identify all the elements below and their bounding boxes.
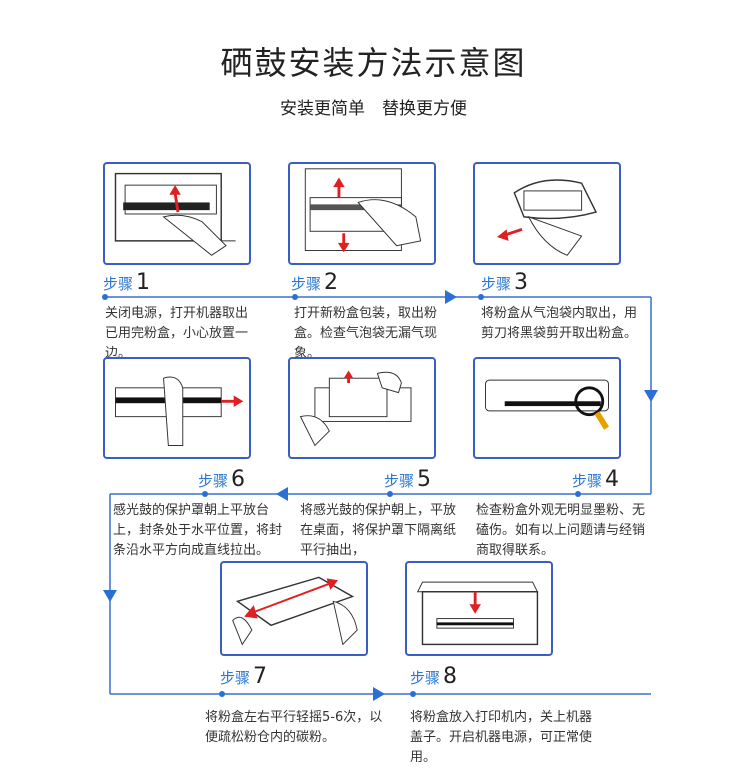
- step4-illustration: [473, 357, 621, 459]
- step7-illustration: [220, 561, 368, 656]
- step3-illustration: [473, 162, 621, 265]
- arrow-left-icon: [276, 487, 288, 501]
- arrow-right-icon: [373, 687, 385, 701]
- step4-description: 检查粉盒外观无明显墨粉、无磕伤。如有以上问题请与经销商取得联系。: [476, 503, 646, 558]
- step8-illustration: [405, 561, 553, 656]
- arrow-right-icon: [445, 290, 457, 304]
- step2-description: 打开新粉盒包装，取出粉盒。检查气泡袋无漏气现象。: [294, 306, 438, 361]
- page-title: 硒鼓安装方法示意图: [220, 44, 527, 82]
- arrow-down-icon: [103, 590, 117, 602]
- step1-illustration: [103, 162, 251, 265]
- step6-description: 感光鼓的保护罩朝上平放台上，封条处于水平位置，将封条沿水平方向成直线拉出。: [113, 503, 283, 558]
- step7-description: 将粉盒左右平行轻摇5-6次，以便疏松粉仓内的碳粉。: [205, 710, 383, 745]
- step6-illustration: [103, 357, 251, 459]
- page-subtitle: 安装更简单 替换更方便: [280, 99, 467, 119]
- step5-description: 将感光鼓的保护朝上，平放在桌面，将保护罩下隔离纸平行抽出，: [300, 503, 457, 558]
- step1-description: 关闭电源，打开机器取出已用完粉盒，小心放置一边。: [105, 306, 249, 361]
- step8-description: 将粉盒放入打印机内，关上机器盖子。开启机器电源，可正常使用。: [410, 710, 593, 765]
- step3-description: 将粉盒从气泡袋内取出，用剪刀将黑袋剪开取出粉盒。: [481, 306, 638, 341]
- step2-illustration: [288, 162, 436, 265]
- arrow-down-icon: [644, 390, 658, 402]
- step5-illustration: [288, 357, 436, 459]
